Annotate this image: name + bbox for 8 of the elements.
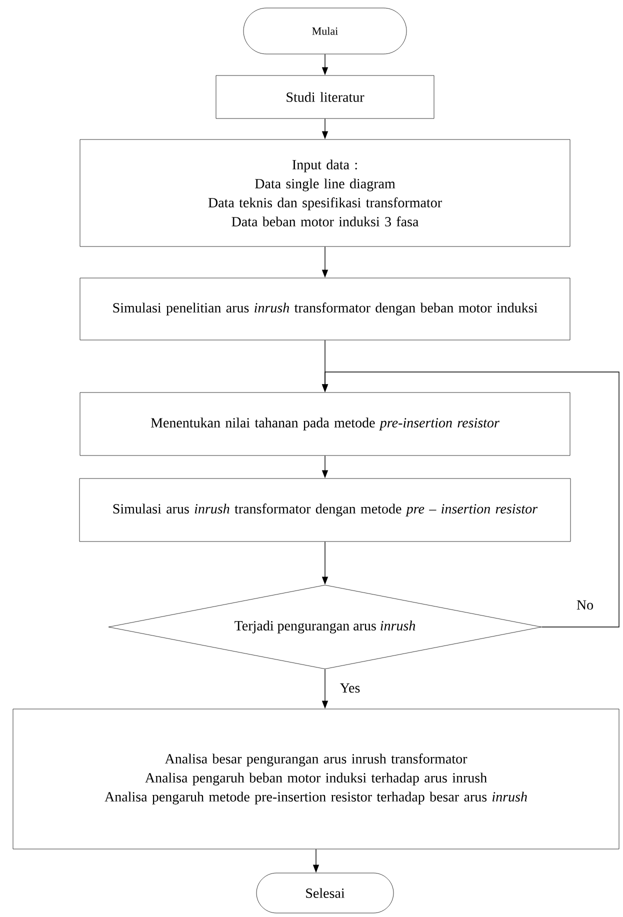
process-box: Simulasi arus inrush transformator dengan metode pre – insertion resistor [79, 478, 571, 542]
process-box: Analisa besar pengurangan arus inrush transformator Analisa pengaruh beban motor induksi terhadap arus inrush Analisa pengaruh metode pre-insertion resistor terhadap besar arus inrush [12, 708, 620, 850]
edge-label: No [576, 600, 594, 610]
process-box: Studi literatur [216, 75, 434, 119]
edge-label: Yes [340, 683, 360, 693]
process-box: Simulasi penelitian arus inrush transformator dengan beban motor induksi [80, 278, 570, 340]
process-box: Input data : Data single line diagram Data teknis dan spesifikasi transformator Data beban motor induksi 3 fasa [80, 139, 570, 247]
process-box: Menentukan nilai tahanan pada metode pre-insertion resistor [80, 392, 570, 456]
